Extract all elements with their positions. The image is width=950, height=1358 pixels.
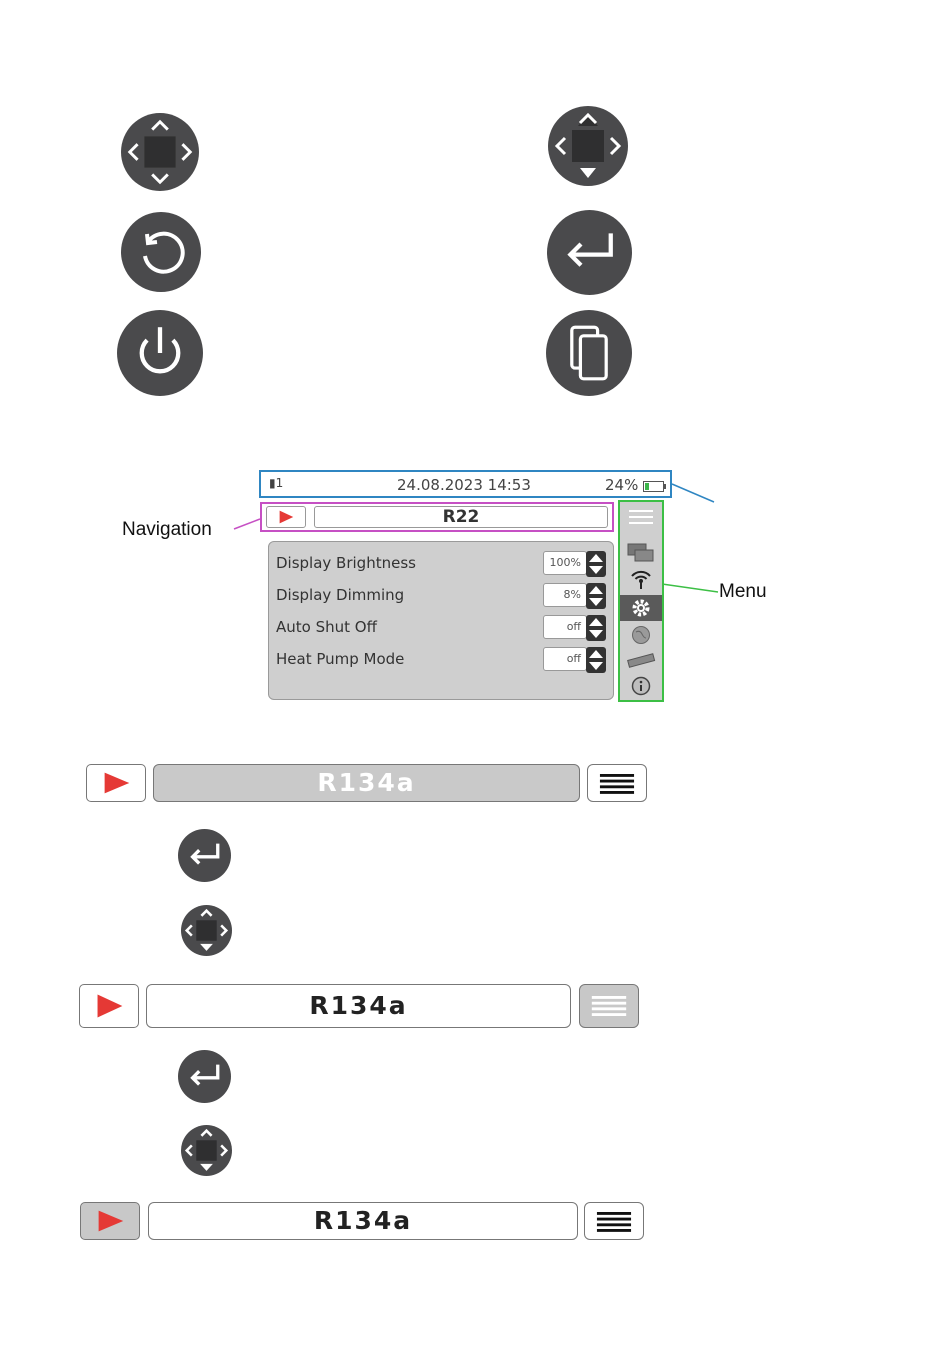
hamburger-menu-button[interactable] [587, 764, 647, 802]
dpad-four-way-icon [121, 113, 199, 191]
enter-icon [547, 210, 632, 295]
setting-label: Display Dimming [276, 586, 404, 604]
setting-label: Auto Shut Off [276, 618, 377, 636]
nav-title-field[interactable]: R134a [146, 984, 571, 1028]
battery-percent: 24% [605, 476, 638, 494]
hamburger-menu-button[interactable] [584, 1202, 644, 1240]
status-datetime: 24.08.2023 14:53 [397, 476, 531, 494]
gear-icon[interactable] [620, 595, 662, 621]
wireless-icon[interactable] [624, 568, 658, 590]
nav-bar-step1: R134a [86, 764, 647, 802]
spinner-arrows-icon[interactable] [586, 647, 606, 673]
ruler-icon[interactable] [624, 649, 658, 671]
menu-lines-icon[interactable] [624, 506, 658, 528]
dpad-up-down-icon [181, 905, 232, 956]
dpad-up-down-icon [548, 106, 628, 186]
settings-panel: Display Brightness 100% Display Dimming … [268, 541, 614, 700]
battery-icon [643, 481, 664, 492]
setting-value[interactable]: off [543, 615, 587, 639]
spinner-arrows-icon[interactable] [586, 615, 606, 641]
setting-value[interactable]: 100% [543, 551, 587, 575]
setting-value[interactable]: 8% [543, 583, 587, 607]
play-button[interactable] [86, 764, 146, 802]
setting-row: Display Dimming 8% [276, 583, 606, 609]
play-button[interactable] [80, 1202, 140, 1240]
enter-icon [178, 1050, 231, 1103]
play-button[interactable] [79, 984, 139, 1028]
setting-row: Heat Pump Mode off [276, 647, 606, 673]
device-menu-column [618, 500, 664, 702]
nav-title-field[interactable]: R134a [153, 764, 580, 802]
status-leader-line [672, 480, 718, 506]
setting-row: Display Brightness 100% [276, 551, 606, 577]
navigation-leader-line [232, 515, 262, 535]
nav-title-field[interactable]: R134a [148, 1202, 578, 1240]
windows-icon[interactable] [624, 542, 658, 564]
power-icon [117, 310, 203, 396]
enter-icon [178, 829, 231, 882]
setting-row: Auto Shut Off off [276, 615, 606, 641]
info-icon[interactable] [624, 675, 658, 697]
spinner-arrows-icon[interactable] [586, 551, 606, 577]
navigation-label: Navigation [122, 519, 212, 541]
back-icon [121, 212, 201, 292]
setting-label: Display Brightness [276, 554, 416, 572]
setting-label: Heat Pump Mode [276, 650, 404, 668]
signal-icon: ▮1 [269, 476, 283, 490]
hamburger-menu-button[interactable] [579, 984, 639, 1028]
copy-icon [546, 310, 632, 396]
device-nav-title[interactable]: R22 [314, 506, 608, 528]
globe-icon[interactable] [624, 624, 658, 646]
device-navigation-row: R22 [260, 502, 614, 532]
nav-bar-step3: R134a [80, 1202, 645, 1240]
dpad-up-down-icon [181, 1125, 232, 1176]
menu-leader-line [662, 580, 720, 596]
status-bar: ▮1 24.08.2023 14:53 24% [259, 470, 672, 498]
menu-label: Menu [719, 581, 767, 603]
setting-value[interactable]: off [543, 647, 587, 671]
device-play-button[interactable] [266, 506, 306, 528]
nav-bar-step2: R134a [79, 984, 639, 1028]
spinner-arrows-icon[interactable] [586, 583, 606, 609]
